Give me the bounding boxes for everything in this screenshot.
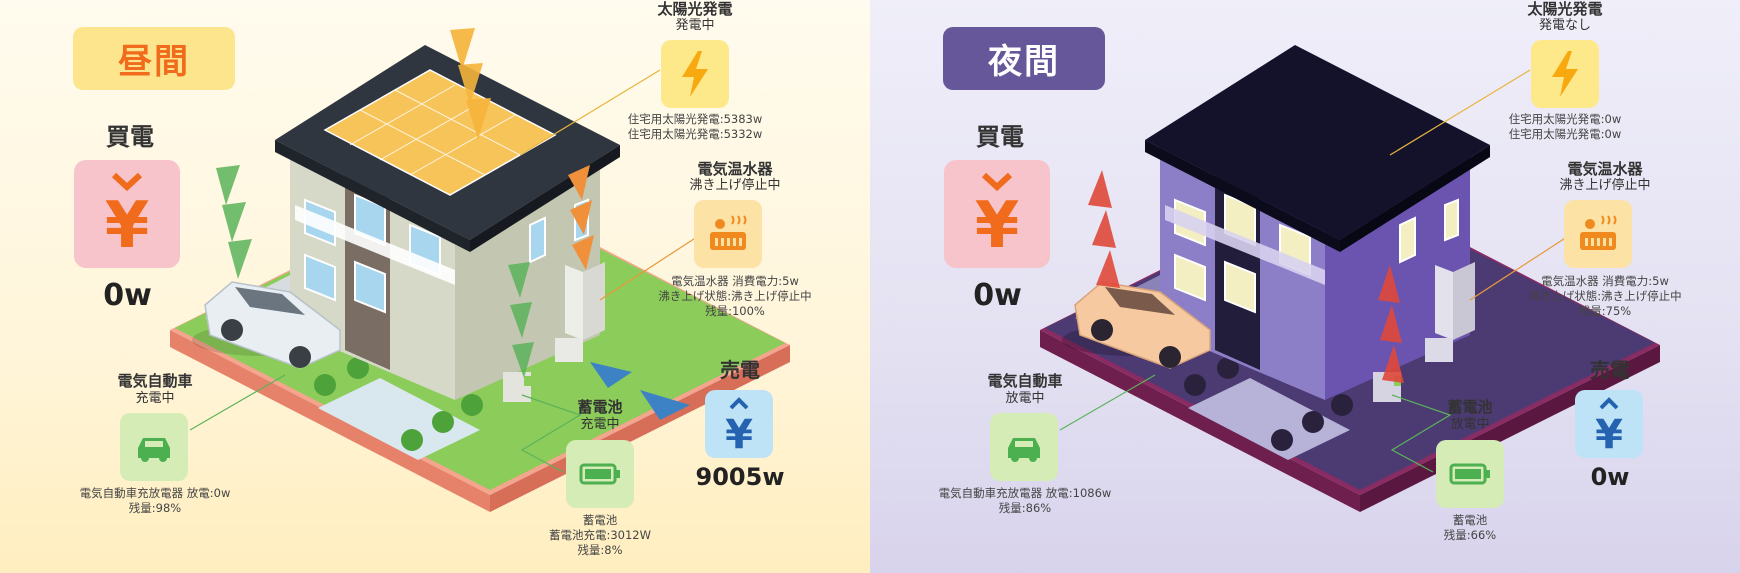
ev-detail: 電気自動車充放電器 放電:1086w 残量:86% xyxy=(925,486,1125,516)
sell-flow-arrows xyxy=(590,362,690,420)
yen-up-icon: ¥ xyxy=(705,390,773,458)
battery-icon xyxy=(1436,440,1504,508)
svg-text:¥: ¥ xyxy=(1595,412,1623,452)
ev-title: 電気自動車 xyxy=(117,372,193,390)
solar-line: 住宅用太陽光発電:5383w xyxy=(627,112,763,126)
solar-detail: 住宅用太陽光発電:5383w 住宅用太陽光発電:5332w xyxy=(610,112,780,142)
battery-status: 放電中 xyxy=(1450,417,1490,432)
buy-value: 0w xyxy=(103,278,152,313)
ev-line: 残量:98% xyxy=(128,500,182,515)
solar-line: 住宅用太陽光発電:5332w xyxy=(627,126,763,141)
sell-title: 売電 xyxy=(720,358,760,382)
buy-title: 買電 xyxy=(976,123,1024,151)
car-icon xyxy=(990,413,1058,481)
svg-text:¥: ¥ xyxy=(975,189,1020,259)
water-heater-status: 沸き上げ停止中 xyxy=(1559,178,1651,193)
water-heater-title: 電気温水器 xyxy=(697,160,773,178)
nighttime-badge: 夜間 xyxy=(943,27,1105,90)
water-heater-detail: 電気温水器 消費電力:5w 沸き上げ状態:沸き上げ停止中 残量:75% xyxy=(1510,274,1700,319)
nighttime-house-scene xyxy=(1040,45,1660,512)
water-heater-detail: 電気温水器 消費電力:5w 沸き上げ状態:沸き上げ停止中 残量:100% xyxy=(640,274,830,319)
solar-line: 住宅用太陽光発電:0w xyxy=(1508,126,1622,141)
battery-line: 蓄電池充電:3012W xyxy=(548,527,651,542)
water-heater-line: 残量:100% xyxy=(705,303,765,318)
grid-flow-arrows xyxy=(216,165,534,378)
water-heater-line: 残量:75% xyxy=(1578,303,1632,318)
sell-value: 9005w xyxy=(695,463,785,491)
svg-text:¥: ¥ xyxy=(725,412,753,452)
solar-title: 太陽光発電 xyxy=(1527,0,1603,18)
water-heater-line: 電気温水器 消費電力:5w xyxy=(1541,274,1669,288)
battery-line: 残量:66% xyxy=(1443,527,1497,542)
discharge-flow-arrows xyxy=(1088,170,1404,383)
battery-title: 蓄電池 xyxy=(1447,398,1493,416)
ev-status: 放電中 xyxy=(1005,391,1045,406)
sunlight-arrows xyxy=(450,28,491,140)
battery-detail: 蓄電池 残量:66% xyxy=(1390,513,1550,543)
battery-line: 蓄電池 xyxy=(582,513,618,527)
ev-status: 充電中 xyxy=(135,391,175,406)
lightning-icon xyxy=(1531,40,1599,108)
water-heater-title: 電気温水器 xyxy=(1567,160,1643,178)
battery-icon xyxy=(566,440,634,508)
daytime-badge: 昼間 xyxy=(73,27,235,90)
solar-detail: 住宅用太陽光発電:0w 住宅用太陽光発電:0w xyxy=(1480,112,1650,142)
yen-down-icon: ¥ xyxy=(944,160,1050,268)
svg-text:¥: ¥ xyxy=(105,189,150,259)
ev-line: 残量:86% xyxy=(998,500,1052,515)
water-heater-line: 沸き上げ状態:沸き上げ停止中 xyxy=(658,288,812,303)
battery-detail: 蓄電池 蓄電池充電:3012W 残量:8% xyxy=(520,513,680,558)
solar-status: 発電なし xyxy=(1538,18,1591,33)
daytime-house-scene xyxy=(170,28,790,512)
sell-value: 0w xyxy=(1590,463,1630,491)
car-icon xyxy=(120,413,188,481)
battery-line: 残量:8% xyxy=(577,542,623,557)
solar-title: 太陽光発電 xyxy=(657,0,733,18)
battery-status: 充電中 xyxy=(580,417,620,432)
battery-line: 蓄電池 xyxy=(1452,513,1488,527)
nighttime-panel: 夜間 買電 ¥ 0w 太陽光発電 発電なし 住宅用太陽光発電:0w 住宅用太陽光… xyxy=(870,0,1740,573)
solar-line: 住宅用太陽光発電:0w xyxy=(1508,112,1622,126)
buy-title: 買電 xyxy=(106,123,154,151)
yen-down-icon: ¥ xyxy=(74,160,180,268)
sell-title: 売電 xyxy=(1590,358,1630,382)
battery-title: 蓄電池 xyxy=(577,398,623,416)
ev-line: 電気自動車充放電器 放電:0w xyxy=(79,486,231,500)
water-heater-icon xyxy=(1564,200,1632,268)
ev-detail: 電気自動車充放電器 放電:0w 残量:98% xyxy=(60,486,250,516)
ev-line: 電気自動車充放電器 放電:1086w xyxy=(938,486,1112,500)
daytime-panel: 昼間 買電 ¥ 0w 太陽光発電 発電中 住宅用太陽光発電:5383w 住宅用太… xyxy=(0,0,870,573)
ev-title: 電気自動車 xyxy=(987,372,1063,390)
electric-car xyxy=(1062,281,1211,369)
electric-car xyxy=(192,281,341,369)
lightning-icon xyxy=(661,40,729,108)
water-heater-status: 沸き上げ停止中 xyxy=(689,178,781,193)
heater-flow-arrows xyxy=(568,165,594,270)
solar-status: 発電中 xyxy=(675,18,715,33)
water-heater-icon xyxy=(694,200,762,268)
buy-value: 0w xyxy=(973,278,1022,313)
water-heater-line: 沸き上げ状態:沸き上げ停止中 xyxy=(1528,288,1682,303)
water-heater-line: 電気温水器 消費電力:5w xyxy=(671,274,799,288)
yen-up-icon: ¥ xyxy=(1575,390,1643,458)
